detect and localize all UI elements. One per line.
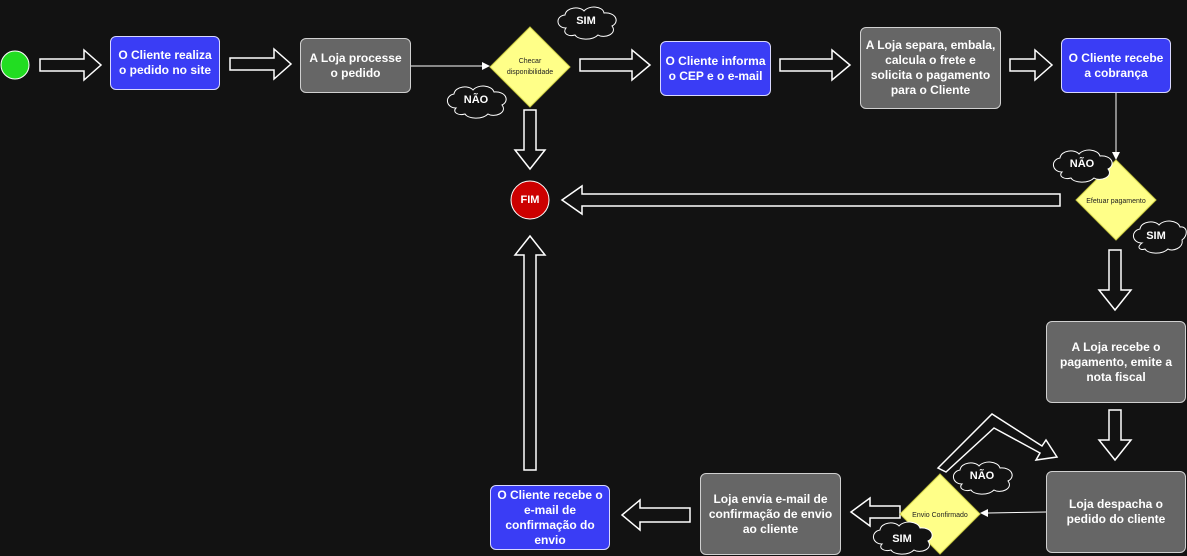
connector-despacha-to-envio — [987, 511, 1047, 514]
arrow-start-to-pedido — [39, 48, 103, 82]
arrow-checar-to-cep — [579, 48, 652, 82]
step-loja-envia-email: Loja envia e-mail de confirmação de envi… — [700, 473, 841, 555]
arrow-efetuar-nao-to-fim — [560, 184, 1061, 216]
connector-head — [482, 62, 490, 70]
step-loja-processa-pedido: A Loja processe o pedido — [300, 38, 411, 93]
arrow-email-to-cliente — [620, 498, 691, 532]
cloud-shape — [557, 6, 617, 40]
label-sim-checar: SIM — [576, 15, 596, 27]
step-cliente-recebe-cobranca: O Cliente recebe a cobrança — [1061, 38, 1171, 93]
step-cliente-recebe-email: O Cliente recebe o e-mail de confirmação… — [490, 485, 610, 550]
step-text: A Loja separa, embala, calcula o frete e… — [865, 38, 996, 97]
step-loja-recebe-pagamento: A Loja recebe o pagamento, emite a nota … — [1046, 321, 1186, 403]
label-nao-efetuar: NÃO — [1069, 158, 1095, 170]
end-node — [510, 180, 550, 220]
start-node — [0, 50, 30, 80]
decision-efetuar — [1075, 159, 1157, 241]
decision-checar — [489, 26, 571, 108]
step-text: O Cliente recebe o e-mail de confirmação… — [497, 487, 603, 547]
cloud-shape — [447, 85, 507, 119]
label-nao-envio: NÃO — [969, 470, 995, 482]
step-loja-separa-embala: A Loja separa, embala, calcula o frete e… — [860, 27, 1001, 109]
label-nao-checar: NÃO — [463, 94, 489, 106]
cloud-shape — [1053, 149, 1113, 183]
label-sim-envio: SIM — [892, 533, 912, 545]
step-text: A Loja recebe o pagamento, emite a nota … — [1059, 339, 1173, 384]
step-text: A Loja processe o pedido — [309, 50, 402, 80]
end-label: FIM — [520, 194, 540, 206]
decision-checar-label: Checar disponibilidade — [506, 58, 554, 76]
step-cliente-realiza-pedido: O Cliente realiza o pedido no site — [110, 36, 220, 90]
arrow-cliente-to-fim — [513, 234, 547, 471]
arrow-envio-nao-loop — [936, 413, 1059, 473]
cloud-shape — [873, 521, 933, 555]
step-text: O Cliente recebe a cobrança — [1068, 50, 1164, 80]
arrow-envio-sim-to-email — [849, 496, 901, 528]
step-text: Loja envia e-mail de confirmação de envi… — [708, 491, 833, 536]
label-sim-efetuar: SIM — [1146, 230, 1166, 242]
decision-envio-label: Envio Confirmado — [912, 511, 968, 519]
connector-head — [1112, 152, 1120, 160]
arrow-cep-to-separa — [779, 48, 852, 82]
arrow-checar-nao-to-fim — [513, 109, 547, 171]
cloud-shape — [1133, 220, 1187, 254]
step-text: O Cliente informa o CEP e o e-mail — [665, 53, 766, 83]
connector-head — [980, 509, 988, 517]
arrow-separa-to-cobranca — [1009, 48, 1054, 82]
step-text: Loja despacha o pedido do cliente — [1066, 497, 1166, 526]
step-text: O Cliente realiza o pedido no site — [118, 48, 212, 77]
arrow-recebe-to-despacha — [1097, 409, 1133, 462]
step-cliente-informa-cep: O Cliente informa o CEP e o e-mail — [660, 41, 771, 96]
arrow-efetuar-sim-to-recebe — [1097, 249, 1133, 312]
step-loja-despacha-pedido: Loja despacha o pedido do cliente — [1046, 471, 1186, 553]
cloud-shape — [953, 461, 1013, 495]
arrow-pedido-to-loja — [229, 47, 293, 81]
decision-efetuar-label: Efetuar pagamento — [1086, 197, 1146, 205]
